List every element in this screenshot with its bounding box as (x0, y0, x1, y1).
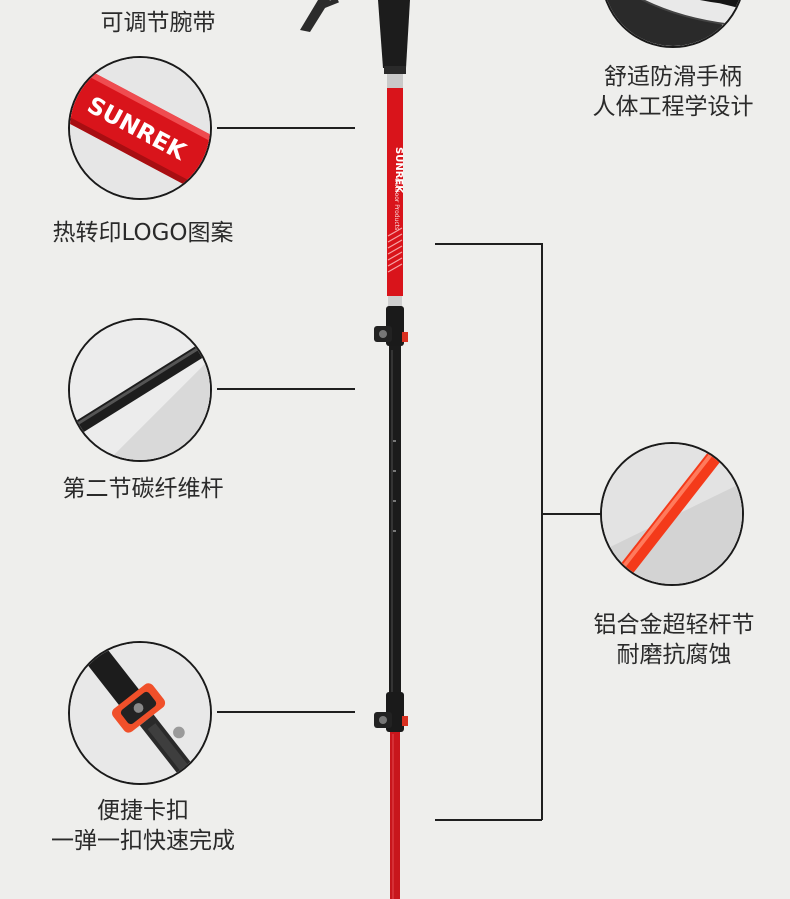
silver-collar-mid (388, 296, 402, 308)
clip-label: 便捷卡扣 一弹一扣快速完成 (30, 796, 256, 856)
bracket-top-line (435, 243, 542, 245)
clip-detail-circle (68, 641, 212, 785)
carbon-detail-image (70, 320, 210, 460)
carbon-connector-line (217, 388, 355, 390)
grip-handle (378, 0, 410, 74)
bracket-vertical-line (541, 243, 543, 820)
logo-connector-line (217, 127, 355, 129)
carbon-detail-circle (68, 318, 212, 462)
clip-connector-line (217, 711, 355, 713)
pole-logo-subtext: Outdoor Products (393, 177, 400, 231)
grip-label-line2: 人体工程学设计 (592, 94, 754, 120)
alloy-label: 铝合金超轻杆节 耐磨抗腐蚀 (576, 610, 772, 670)
carbon-label: 第二节碳纤维杆 (62, 476, 224, 502)
carbon-section (389, 346, 401, 700)
clip-detail-image (70, 643, 210, 783)
grip-label: 舒适防滑手柄 人体工程学设计 (578, 62, 768, 122)
lower-clip (374, 692, 408, 732)
logo-detail-image: SUNREK (70, 58, 210, 198)
silver-collar-top (387, 74, 403, 88)
clip-label-line1: 便捷卡扣 (97, 798, 189, 824)
wrist-strap-label: 可调节腕带 (100, 10, 216, 36)
clip-label-line2: 一弹一扣快速完成 (51, 828, 235, 854)
alloy-label-line2: 耐磨抗腐蚀 (616, 642, 732, 668)
grip-label-line1: 舒适防滑手柄 (604, 64, 742, 90)
bracket-bottom-line (435, 819, 542, 821)
red-lower-section (390, 732, 400, 899)
upper-clip (374, 306, 408, 346)
pole-stripes (387, 227, 403, 273)
logo-detail-circle: SUNREK (68, 56, 212, 200)
alloy-label-line1: 铝合金超轻杆节 (593, 612, 755, 638)
red-upper-section (387, 88, 403, 296)
logo-label: 热转印LOGO图案 (52, 220, 234, 246)
alloy-connector-line (541, 513, 601, 515)
alloy-detail-image (602, 444, 742, 584)
wrist-strap-icon (300, 0, 339, 32)
alloy-detail-circle (600, 442, 744, 586)
